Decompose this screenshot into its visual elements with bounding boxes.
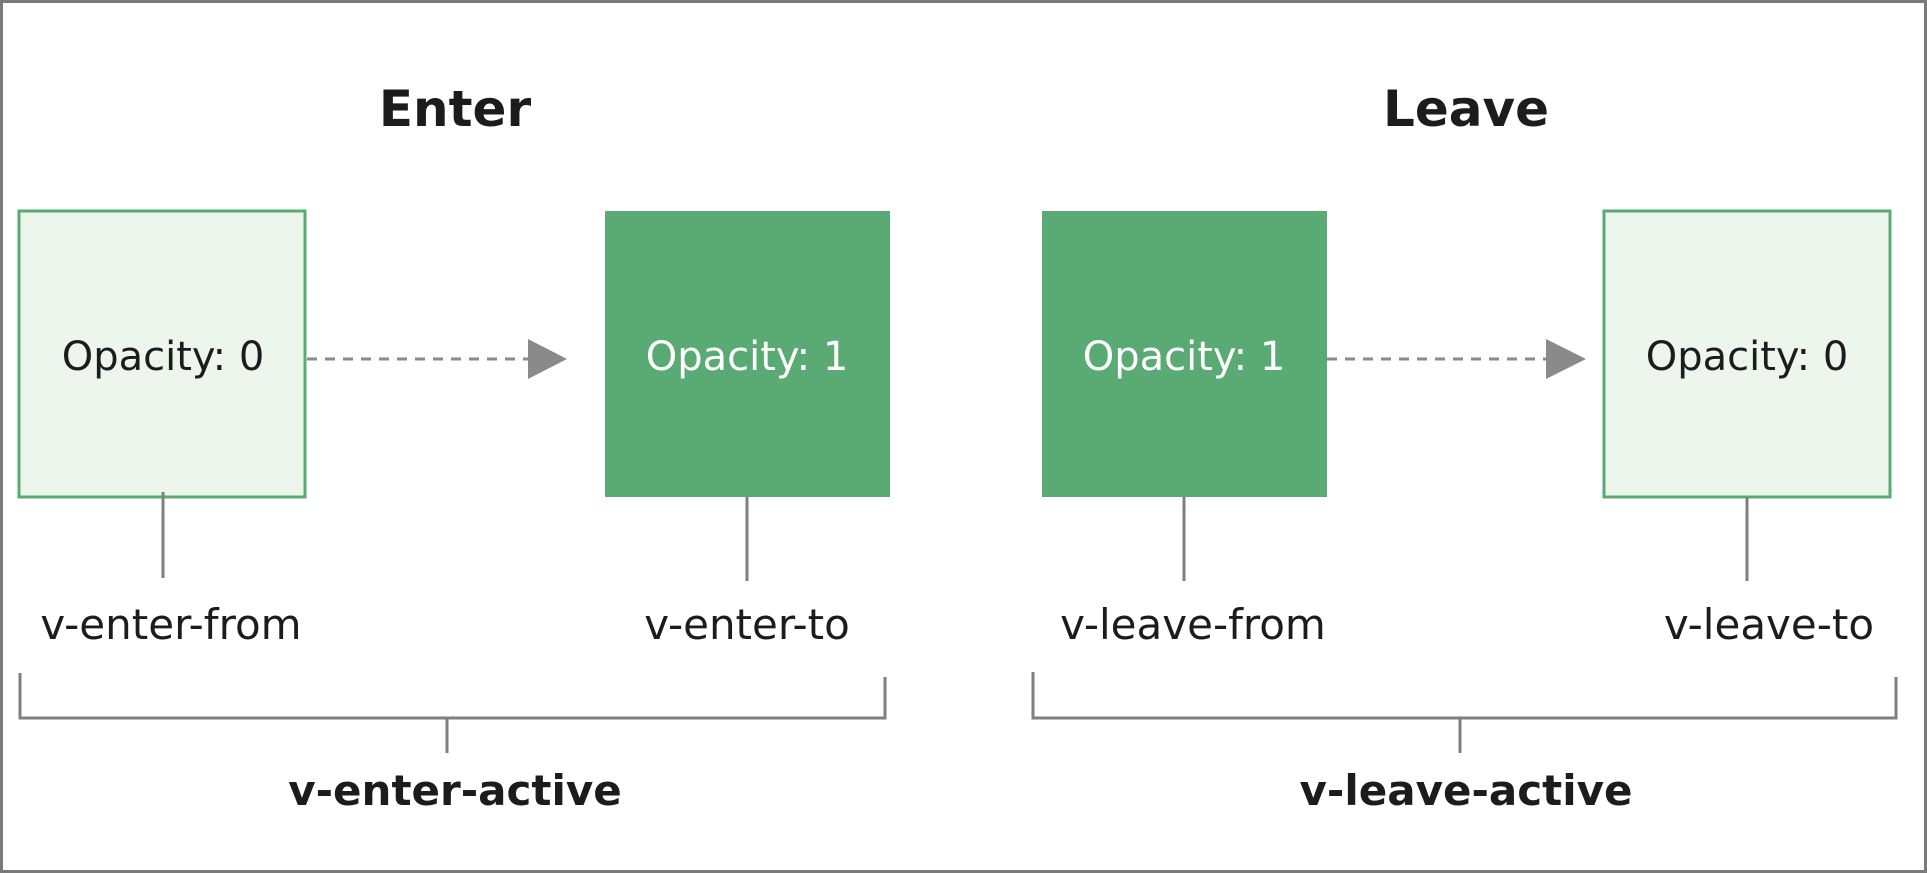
enter-active-bracket	[18, 673, 887, 720]
enter-to-state: Opacity: 1	[646, 334, 849, 380]
enter-active-class: v-enter-active	[288, 766, 621, 815]
leave-active-class: v-leave-active	[1300, 766, 1633, 815]
leave-to-box	[1602, 209, 1892, 499]
leave-transition-arrowhead	[1546, 339, 1586, 379]
leave-to-state: Opacity: 0	[1646, 334, 1849, 380]
enter-from-class: v-enter-from	[40, 600, 301, 649]
enter-to-box	[605, 211, 890, 497]
leave-to-class: v-leave-to	[1664, 600, 1874, 649]
leave-title: Leave	[1383, 80, 1549, 138]
leave-from-box	[1042, 211, 1327, 497]
leave-from-state: Opacity: 1	[1083, 334, 1286, 380]
leave-from-class: v-leave-from	[1060, 600, 1326, 649]
enter-from-state: Opacity: 0	[62, 334, 265, 380]
leave-active-bracket	[1031, 672, 1898, 720]
enter-from-box	[17, 209, 307, 499]
enter-transition-arrowhead	[528, 339, 567, 379]
transition-diagram: Enter Opacity: 0 Opacity: 1 v-enter-from…	[17, 80, 1898, 815]
enter-title: Enter	[379, 80, 532, 138]
enter-to-class: v-enter-to	[644, 600, 850, 649]
